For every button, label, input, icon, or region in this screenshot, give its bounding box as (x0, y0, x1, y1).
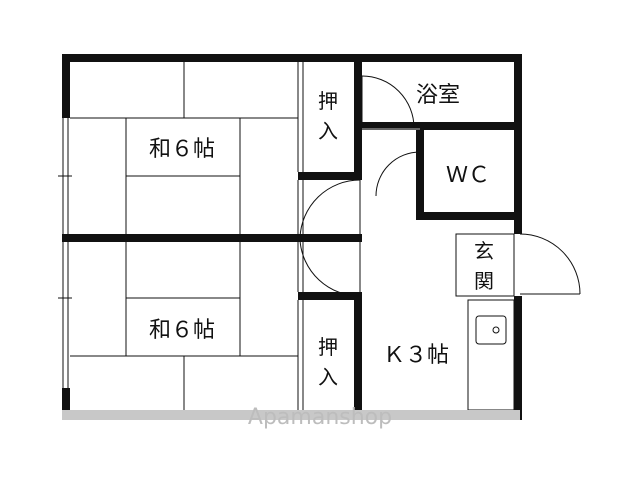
entrance-area (455, 233, 515, 297)
room-label-oshiire-bottom-2: 入 (318, 365, 338, 389)
watermark: Apamanshop (248, 405, 392, 430)
left-windows (58, 118, 72, 388)
tatami-top (70, 62, 298, 234)
kitchen-counter (467, 299, 515, 411)
room-label-bath: 浴室 (416, 83, 460, 108)
closet-partitions (297, 62, 304, 410)
room-label-kitchen: Ｋ３帖 (383, 343, 449, 368)
room-label-washitsu-top: 和６帖 (149, 137, 215, 162)
outer-walls (62, 54, 522, 420)
room-label-entrance-2: 関 (474, 269, 494, 293)
room-label-toilet: ＷＣ (446, 163, 490, 188)
room-label-oshiire-top-2: 入 (318, 119, 338, 143)
room-label-entrance-1: 玄 (474, 239, 494, 263)
tatami-bottom (70, 242, 298, 410)
interior-walls (62, 62, 520, 410)
room-label-washitsu-bottom: 和６帖 (149, 318, 215, 343)
room-label-oshiire-bottom-1: 押 (318, 335, 338, 359)
room-label-oshiire-top-1: 押 (318, 89, 338, 113)
bottom-wall (62, 410, 520, 420)
door-swings (299, 75, 581, 297)
